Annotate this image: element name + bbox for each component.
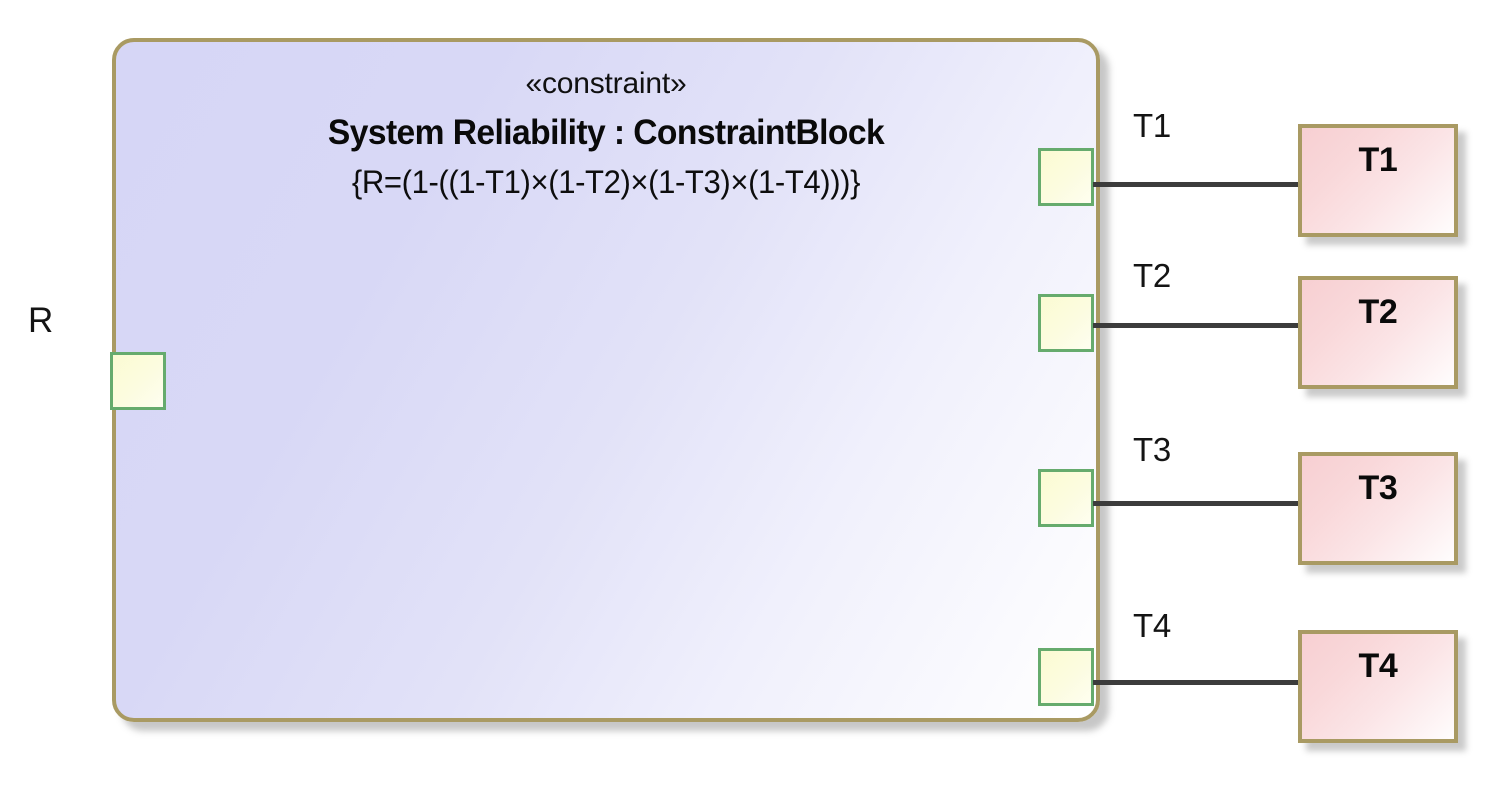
constraint-block[interactable]: «constraint» System Reliability : Constr… xyxy=(112,38,1100,722)
constraint-parameter-port-t2[interactable] xyxy=(1038,294,1094,352)
constraint-parameter-port-t1[interactable] xyxy=(1038,148,1094,206)
value-box-label-t2: T2 xyxy=(1358,293,1398,331)
connector-line-t3[interactable] xyxy=(1093,501,1301,506)
value-box-label-t1: T1 xyxy=(1358,141,1398,179)
constraint-block-title: System Reliability : ConstraintBlock xyxy=(327,113,885,152)
connector-label-t4: T4 xyxy=(1133,607,1171,644)
connector-label-t2: T2 xyxy=(1133,257,1171,294)
value-box-t2[interactable]: T2 xyxy=(1298,276,1458,389)
connector-line-t2[interactable] xyxy=(1093,323,1301,328)
connector-line-t1[interactable] xyxy=(1093,182,1301,187)
connector-label-t3: T3 xyxy=(1133,431,1171,468)
connector-label-t1: T1 xyxy=(1133,107,1171,144)
constraint-expression: {R=(1-((1-T1)×(1-T2)×(1-T3)×(1-T4)))} xyxy=(351,164,861,200)
value-box-t3[interactable]: T3 xyxy=(1298,452,1458,565)
constraint-parameter-port-t4[interactable] xyxy=(1038,648,1094,706)
constraint-block-header: «constraint» System Reliability : Constr… xyxy=(116,64,1096,204)
value-box-t1[interactable]: T1 xyxy=(1298,124,1458,237)
value-box-label-t3: T3 xyxy=(1358,469,1398,507)
value-box-label-t4: T4 xyxy=(1358,647,1398,685)
value-box-t4[interactable]: T4 xyxy=(1298,630,1458,743)
connector-line-t4[interactable] xyxy=(1093,680,1301,685)
port-label-r: R xyxy=(28,301,54,340)
constraint-parameter-port-t3[interactable] xyxy=(1038,469,1094,527)
constraint-stereotype: «constraint» xyxy=(525,67,687,100)
constraint-parameter-port-r[interactable] xyxy=(110,352,166,410)
